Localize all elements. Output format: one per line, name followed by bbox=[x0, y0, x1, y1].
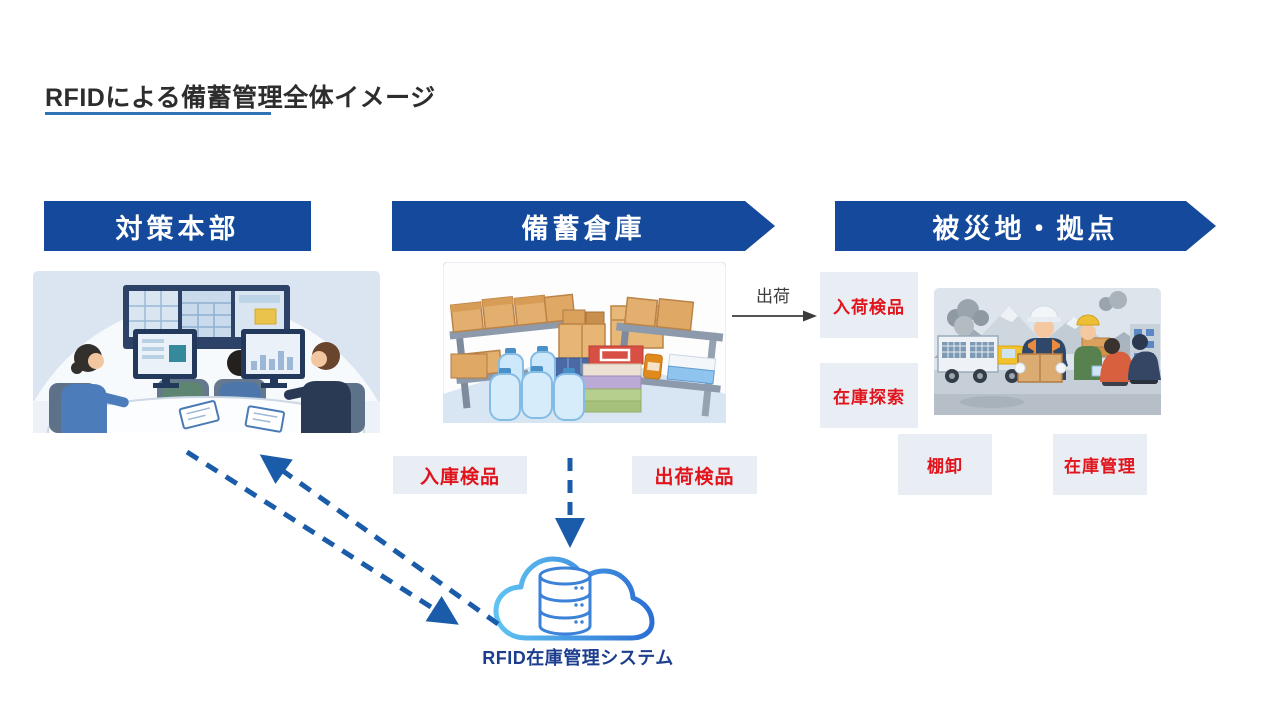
relief-mats bbox=[572, 345, 644, 413]
task-box-stocktaking: 棚卸 bbox=[898, 434, 992, 495]
smoke-puffs bbox=[947, 291, 1127, 336]
water-bottles bbox=[489, 346, 585, 421]
site-illustration bbox=[934, 288, 1161, 415]
task-box-arrival-inspection: 入荷検品 bbox=[820, 272, 918, 338]
task-box-inventory-management: 在庫管理 bbox=[1053, 434, 1147, 495]
cloud-icon bbox=[493, 556, 655, 641]
banner-warehouse: 備蓄倉庫 bbox=[392, 201, 775, 251]
banner-site-label: 被災地・拠点 bbox=[932, 213, 1119, 244]
page-title: RFIDによる備蓄管理全体イメージ bbox=[45, 84, 436, 112]
banner-site: 被災地・拠点 bbox=[835, 201, 1216, 251]
helper-yellow-helmet bbox=[1074, 314, 1107, 380]
crouching-person-red bbox=[1100, 338, 1135, 386]
cloud-system bbox=[492, 546, 657, 648]
truck-icon bbox=[937, 335, 1031, 383]
warehouse-image bbox=[443, 262, 726, 423]
inbound-inspection-label: 入庫検品 bbox=[419, 466, 500, 488]
task-box-inbound-inspection: 入庫検品 bbox=[393, 456, 527, 494]
banner-hq: 対策本部 bbox=[44, 201, 311, 251]
control-room-image bbox=[33, 271, 380, 433]
task-box-outbound-inspection: 出荷検品 bbox=[632, 456, 757, 494]
worker-with-box bbox=[1014, 305, 1068, 383]
right-shelf bbox=[614, 296, 724, 417]
title-underline bbox=[45, 112, 271, 115]
operator-right bbox=[283, 342, 365, 433]
left-shelf bbox=[449, 293, 587, 409]
task-box-stock-search: 在庫探索 bbox=[820, 363, 918, 428]
road-patch bbox=[960, 396, 1024, 408]
banner-warehouse-label: 備蓄倉庫 bbox=[521, 213, 646, 244]
stocktaking-label: 棚卸 bbox=[927, 457, 963, 476]
outbound-inspection-label: 出荷検品 bbox=[654, 466, 735, 488]
arrival-inspection-label: 入荷検品 bbox=[833, 297, 905, 317]
hq-illustration bbox=[33, 271, 380, 433]
crouching-person-navy bbox=[1128, 334, 1161, 384]
banner-hq-label: 対策本部 bbox=[115, 213, 240, 244]
desk-monitor-left-icon bbox=[133, 329, 197, 388]
loose-box bbox=[450, 353, 488, 379]
disaster-site-image bbox=[934, 288, 1161, 415]
warehouse-illustration bbox=[443, 262, 726, 423]
database-icon bbox=[538, 566, 592, 636]
stock-search-label: 在庫探索 bbox=[833, 388, 905, 407]
inventory-management-label: 在庫管理 bbox=[1064, 457, 1136, 476]
operator-left bbox=[49, 344, 129, 433]
desk-monitor-right-icon bbox=[241, 329, 305, 388]
documents bbox=[178, 400, 285, 433]
shipping-flow-label: 出荷 bbox=[756, 287, 790, 306]
cloud-system-label: RFID在庫管理システム bbox=[482, 648, 674, 668]
